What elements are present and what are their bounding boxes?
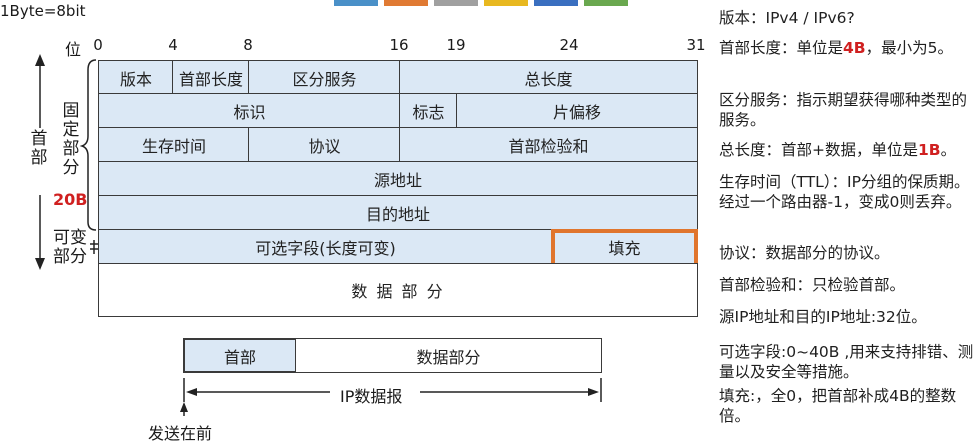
fixed-part-brace [79,59,97,231]
palette-swatch [384,0,428,6]
bit-axis-label: 位 [65,40,82,59]
note-dsf: 区分服务：指示期望获得哪种类型的服务。 [719,91,968,129]
field-checksum: 首部检验和 [399,127,698,163]
bit-tick: 8 [243,36,253,54]
side-brackets [35,54,98,270]
send-first-label: 发送在前 [148,424,213,443]
variable-part-marks [90,240,98,254]
datagram-label: IP数据报 [340,387,403,406]
bit-tick: 16 [389,36,409,54]
unit-note: 1Byte=8bit [0,2,86,20]
palette-swatch [534,0,578,6]
bit-tick: 0 [93,36,103,54]
note-padding: 填充:，全0，把首部补成4B的整数倍。 [719,387,957,425]
bit-tick: 31 [686,36,706,54]
palette-swatch [484,0,528,6]
note-protocol: 协议：数据部分的协议。 [719,244,890,262]
note-ttl: 生存时间（TTL）：IP分组的保质期。经过一个路由器-1，变成0则丢弃。 [719,173,970,211]
bit-tick: 24 [559,36,579,54]
bit-tick: 4 [168,36,178,54]
fixed-part-size: 20B [53,190,88,209]
palette-swatch [584,0,628,6]
field-flags: 标志 [399,93,458,129]
note-options: 可选字段:0~40B ,用来支持排错、测量以及安全等措施。 [719,343,974,381]
field-total-length: 总长度 [399,60,698,95]
field-ttl: 生存时间 [98,127,250,163]
field-data: 数 据 部 分 [98,263,698,317]
header-side-label: 首部 [30,129,48,168]
color-palette [334,0,628,6]
field-dst-address: 目的地址 [98,195,698,231]
note-checksum: 首部检验和：只检验首部。 [719,276,906,294]
field-src-address: 源地址 [98,161,698,197]
note-addresses: 源IP地址和目的IP地址:32位。 [719,308,927,326]
packet-header: 首部 [183,338,297,373]
packet-data: 数据部分 [295,338,602,373]
note-total-length: 总长度：首部+数据，单位是1B。 [719,141,957,159]
note-version: 版本：IPv4 / IPv6? [719,9,855,27]
bit-tick: 19 [446,36,466,54]
palette-swatch [334,0,378,6]
field-dsf: 区分服务 [248,60,401,95]
field-header-length: 首部长度 [172,60,250,95]
palette-swatch [434,0,478,6]
note-header-length: 首部长度：单位是4B，最小为5。 [719,39,953,57]
field-padding: 填充 [551,229,698,265]
fixed-part-label: 固定部分 [62,101,80,178]
header-arrow [35,54,45,270]
field-fragment-offset: 片偏移 [456,93,698,129]
variable-part-label: 可变部分 [53,228,87,267]
field-version: 版本 [98,60,174,95]
